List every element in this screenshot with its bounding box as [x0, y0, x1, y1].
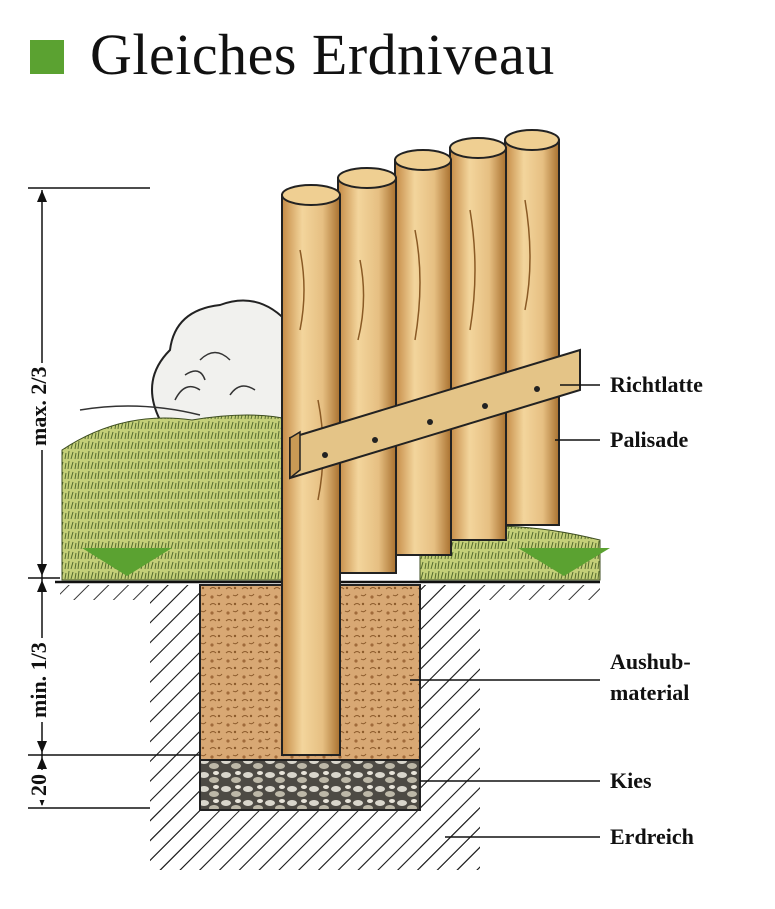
- green-square-icon: [30, 40, 64, 74]
- ground-level-arrow-left: [82, 548, 172, 576]
- ground-level-arrow-right: [518, 548, 610, 576]
- page-title: Gleiches Erdniveau: [90, 21, 555, 87]
- label-richtlatte: Richtlatte: [610, 372, 703, 397]
- title-block: Gleiches Erdniveau: [30, 14, 555, 94]
- ground-erdreich: [55, 580, 600, 870]
- post-2: [337, 177, 397, 574]
- gravel-layer: [199, 759, 421, 811]
- palisade-posts: [281, 129, 560, 756]
- label-palisade: Palisade: [610, 427, 689, 452]
- label-erdreich: Erdreich: [610, 824, 694, 849]
- dimension-below-ground: min. 1/3: [26, 638, 52, 722]
- grass-left: [61, 405, 301, 581]
- dimension-gravel: 20: [26, 770, 52, 800]
- leader-lines: [410, 384, 600, 838]
- label-aushub-line1: Aushub-: [610, 649, 691, 674]
- dimension-above-ground: max. 2/3: [26, 362, 52, 450]
- post-5: [504, 139, 560, 526]
- label-kies: Kies: [610, 768, 652, 793]
- label-aushub-line2: material: [610, 680, 690, 705]
- richtlatte-board: [289, 348, 581, 480]
- post-3: [394, 159, 452, 556]
- post-4: [449, 147, 507, 541]
